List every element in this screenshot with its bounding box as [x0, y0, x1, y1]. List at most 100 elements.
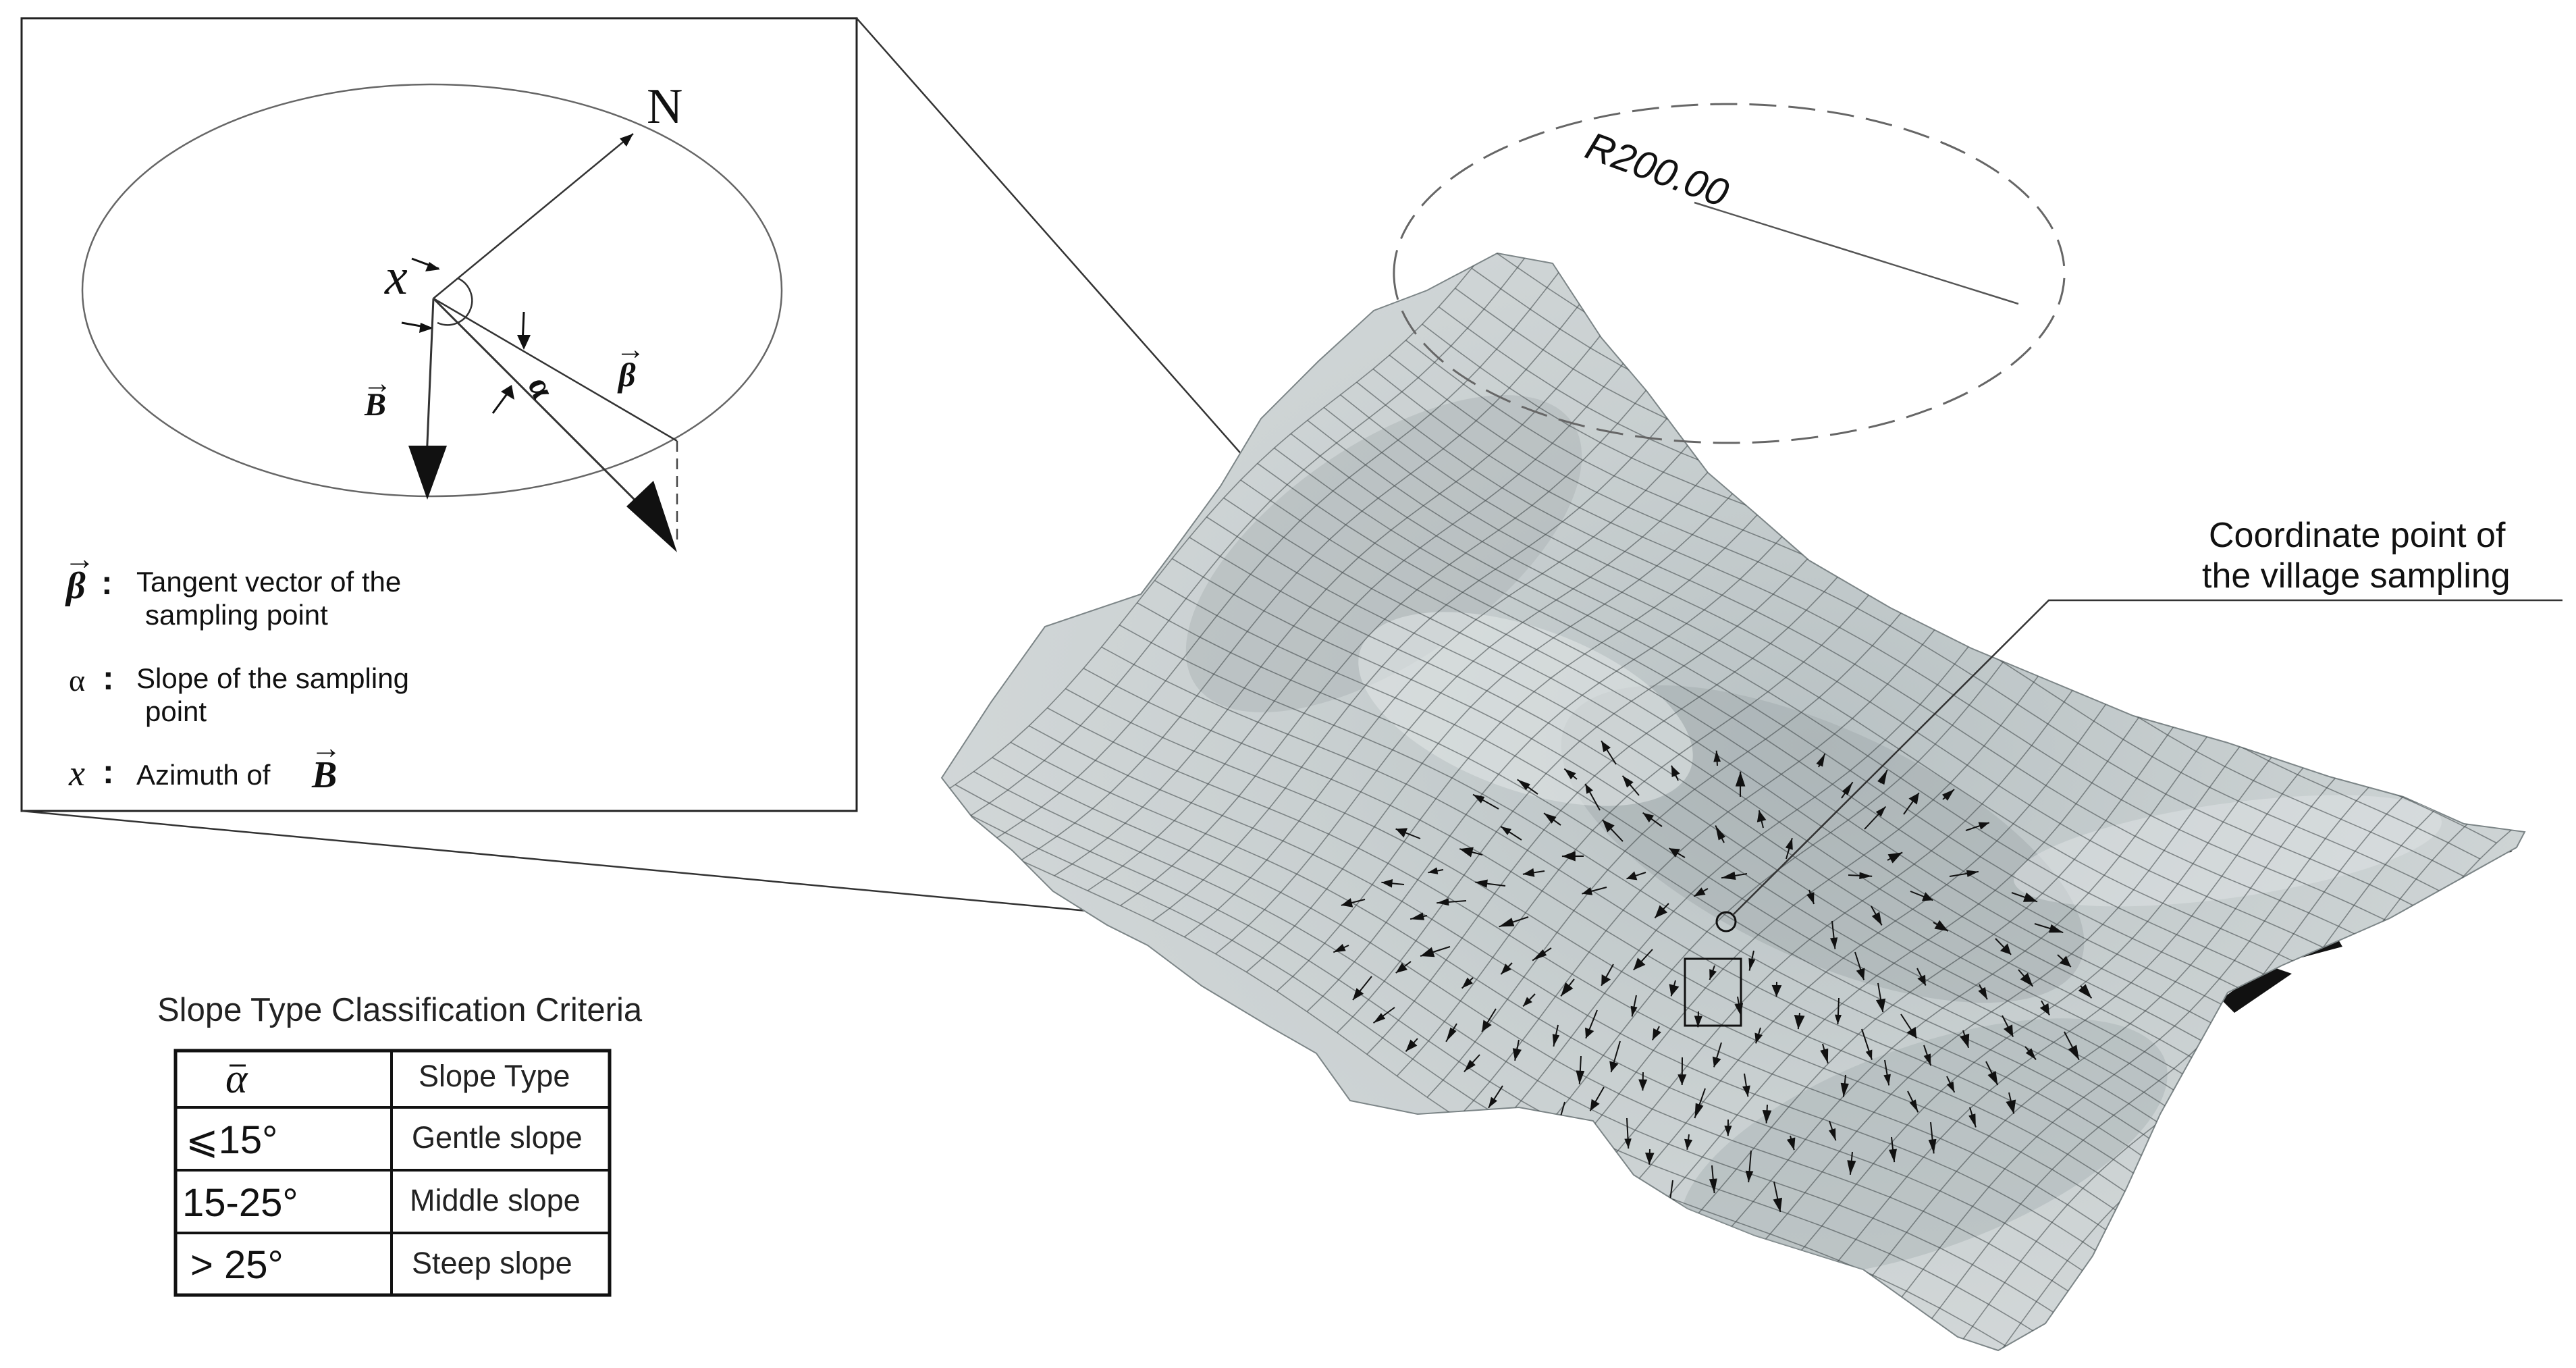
slope-arrowhead-icon: [1459, 847, 1474, 858]
table-row-2-type: Middle slope: [410, 1183, 581, 1217]
slope-arrowhead-icon: [1544, 813, 1557, 824]
sampling-window-box: [1684, 957, 1742, 1027]
legend-b-arrow-symbol: →: [311, 731, 342, 765]
slope-arrowhead-icon: [1538, 1153, 1548, 1165]
slope-arrowhead-icon: [1923, 1053, 1931, 1066]
slope-arrowhead-icon: [1684, 1138, 1693, 1150]
legend-azimuth-text: Azimuth of: [136, 759, 271, 791]
legend-b-symbol: B: [311, 754, 337, 796]
slope-arrowhead-icon: [1564, 768, 1576, 780]
b-vector-symbol: B: [364, 387, 386, 423]
slope-arrowhead-icon: [1678, 1074, 1687, 1085]
mesh-line: [1821, 709, 2360, 1282]
slope-arrow-shaft: [1476, 1131, 1487, 1146]
slope-arrowhead-icon: [1669, 848, 1680, 858]
azimuth-arc: [437, 277, 473, 326]
legend-beta-arrow-symbol: →: [64, 542, 95, 576]
mesh-line: [1718, 658, 2273, 1242]
slope-arrowhead-icon: [1694, 1016, 1702, 1028]
slope-arrowhead-icon: [1816, 754, 1825, 767]
inset-panel: N x → B → β α → β : Tangen: [20, 17, 858, 812]
mesh-line: [1855, 724, 2390, 1297]
slope-arrowhead-icon: [1655, 905, 1667, 918]
slope-arrowhead-icon: [1806, 892, 1815, 904]
sampling-point-marker: [1715, 911, 1737, 932]
slope-arrowhead-icon: [1395, 962, 1407, 973]
slope-arrowhead-icon: [1877, 770, 1887, 785]
arc-tick-2-head-icon: [419, 323, 433, 333]
terrain-shade-valley: [1561, 685, 2085, 1003]
slope-arrowhead-icon: [2000, 943, 2012, 955]
slope-arrowhead-icon: [1847, 1160, 1856, 1175]
slope-arrowhead-icon: [1883, 1074, 1891, 1086]
slope-arrowhead-icon: [1978, 822, 1989, 830]
slope-arrowhead-icon: [1532, 949, 1547, 961]
slope-arrowhead-icon: [1501, 826, 1511, 835]
slope-arrowhead-icon: [1488, 1097, 1497, 1108]
slope-arrowhead-icon: [1724, 1126, 1732, 1136]
mesh-line: [1617, 597, 2188, 1203]
slope-arrowhead-icon: [1745, 1170, 1754, 1182]
slope-arrowhead-icon: [1840, 1082, 1849, 1097]
beta-vector-arrow-symbol: →: [616, 333, 645, 366]
table-row-3-range: > 25°: [190, 1243, 284, 1287]
slope-arrowhead-icon: [1499, 918, 1515, 927]
slope-arrowhead-icon: [1582, 887, 1593, 895]
azimuth-ellipse: [81, 83, 783, 498]
legend-beta-symbol: β: [65, 565, 86, 607]
slope-arrowhead-icon: [1713, 750, 1721, 762]
slope-arrowhead-icon: [1694, 887, 1706, 897]
slope-arrowhead-icon: [1622, 775, 1634, 788]
b-vector-line: [425, 298, 435, 460]
slope-arrowhead-icon: [1842, 782, 1853, 795]
slope-arrowhead-icon: [1475, 879, 1488, 888]
mesh-line: [1240, 479, 2292, 1097]
mesh-line: [1340, 394, 2384, 979]
legend-alpha-text-line1: Slope of the sampling: [136, 662, 409, 694]
slope-arrowhead-icon: [1756, 810, 1767, 822]
slope-arrowhead-icon: [1585, 783, 1593, 794]
slope-vector-arrowhead-icon: [626, 481, 677, 552]
slope-arrowhead-icon: [1865, 1049, 1873, 1060]
slope-arrowhead-icon: [1875, 998, 1886, 1013]
table-row-3-type: Steep slope: [412, 1246, 572, 1280]
mesh-line: [1786, 693, 2331, 1267]
arc-tick-1-head-icon: [425, 262, 440, 271]
inset-legend: → β : Tangent vector of the sampling poi…: [64, 542, 409, 796]
terrain-side-face-2: [2221, 966, 2292, 1013]
slope-arrowhead-icon: [1461, 977, 1473, 989]
mesh-line: [1584, 575, 2159, 1189]
slope-arrowhead-icon: [1928, 1138, 1937, 1154]
slope-arrowhead-icon: [1437, 898, 1449, 906]
slope-arrowhead-icon: [1341, 898, 1353, 907]
slope-arrowhead-icon: [1889, 1149, 1897, 1163]
slope-arrow-shaft: [1602, 1163, 1611, 1182]
north-line: [433, 133, 634, 299]
slope-arrowhead-icon: [1410, 912, 1424, 920]
b-vector-arrowhead-icon: [408, 446, 447, 500]
mesh-line: [1274, 447, 2322, 1061]
slope-arrowhead-icon: [1669, 984, 1680, 997]
mesh-line: [1372, 368, 2416, 936]
callout-text-line1: Coordinate point of: [2209, 516, 2506, 555]
slope-arrowhead-icon: [1521, 1119, 1530, 1133]
slope-arrowhead-icon: [1630, 1005, 1638, 1017]
slope-arrowhead-icon: [1590, 1099, 1600, 1111]
mesh-line: [1356, 382, 2400, 957]
slope-arrowhead-icon: [1603, 1171, 1610, 1182]
slope-arrowhead-icon: [1428, 867, 1439, 874]
mesh-line: [1684, 638, 2245, 1230]
mesh-line: [1389, 354, 2432, 916]
legend-beta-text-line2: sampling point: [145, 599, 328, 631]
slope-arrowhead-icon: [1694, 1103, 1704, 1118]
slope-arrowhead-icon: [1978, 986, 1987, 1000]
slope-arrowhead-icon: [1835, 1014, 1842, 1024]
slope-arrowhead-icon: [1633, 957, 1646, 970]
slope-arrowhead-icon: [1715, 825, 1725, 841]
slope-arrowhead-icon: [1652, 1028, 1661, 1041]
slope-arrowhead-icon: [2006, 1099, 2016, 1114]
slope-arrowhead-icon: [1786, 1137, 1796, 1151]
beta-vector-line: [433, 297, 678, 442]
terrain-shade-highlight: [1358, 612, 1693, 806]
